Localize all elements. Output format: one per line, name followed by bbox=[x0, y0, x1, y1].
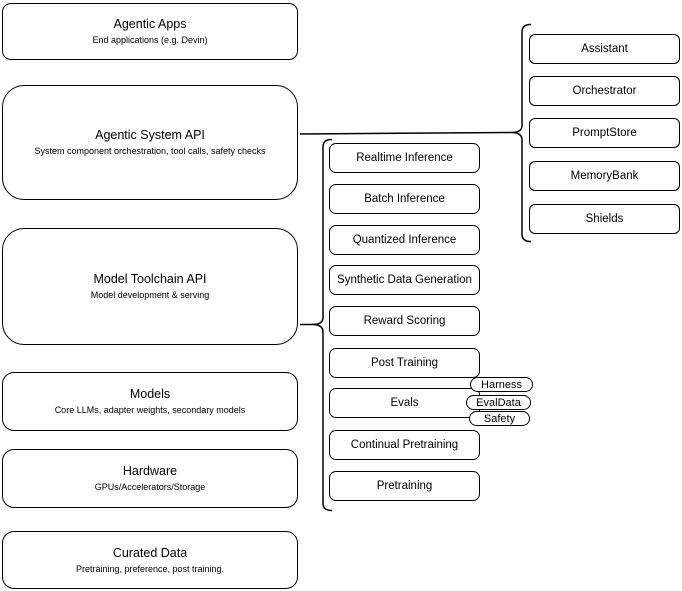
eval-tag-safety: Safety bbox=[469, 411, 530, 426]
node-subtitle: End applications (e.g. Devin) bbox=[92, 35, 208, 45]
toolchain-item-quantized-inference: Quantized Inference bbox=[329, 225, 480, 255]
node-agentic-apps: Agentic Apps End applications (e.g. Devi… bbox=[2, 3, 298, 60]
eval-tag-evaldata: EvalData bbox=[466, 395, 531, 410]
node-title: Curated Data bbox=[112, 545, 188, 560]
toolchain-item-evals: Evals bbox=[329, 388, 480, 418]
toolchain-item-pretraining: Pretraining bbox=[329, 471, 480, 501]
toolchain-item-continual-pretraining: Continual Pretraining bbox=[329, 430, 480, 460]
node-models: Models Core LLMs, adapter weights, secon… bbox=[2, 372, 298, 431]
node-subtitle: Model development & serving bbox=[90, 290, 210, 300]
toolchain-item-synthetic-data-generation: Synthetic Data Generation bbox=[329, 265, 480, 295]
node-title: Models bbox=[129, 387, 171, 401]
node-title: Agentic System API bbox=[95, 128, 205, 142]
component-assistant: Assistant bbox=[529, 34, 680, 64]
component-promptstore: PromptStore bbox=[529, 118, 680, 148]
node-title: Agentic Apps bbox=[113, 17, 187, 31]
eval-tag-harness: Harness bbox=[470, 377, 533, 392]
toolchain-item-realtime-inference: Realtime Inference bbox=[329, 143, 480, 173]
toolchain-item-batch-inference: Batch Inference bbox=[329, 184, 480, 214]
node-title: Hardware bbox=[122, 464, 178, 478]
node-model-toolchain-api: Model Toolchain API Model development & … bbox=[2, 228, 298, 345]
node-curated-data: Curated Data Pretraining, preference, po… bbox=[2, 531, 298, 589]
node-subtitle: System component orchestration, tool cal… bbox=[34, 146, 266, 156]
toolchain-brace bbox=[312, 138, 333, 512]
toolchain-item-post-training: Post Training bbox=[329, 348, 480, 378]
toolchain-item-reward-scoring: Reward Scoring bbox=[329, 306, 480, 336]
node-agentic-system-api: Agentic System API System component orch… bbox=[2, 85, 298, 200]
component-orchestrator: Orchestrator bbox=[529, 76, 680, 106]
node-hardware: Hardware GPUs/Accelerators/Storage bbox=[2, 449, 298, 508]
node-subtitle: Pretraining, preference, post training. bbox=[75, 563, 225, 574]
node-subtitle: Core LLMs, adapter weights, secondary mo… bbox=[54, 405, 246, 415]
component-memorybank: MemoryBank bbox=[529, 161, 680, 191]
system-components-brace bbox=[511, 23, 532, 243]
node-title: Model Toolchain API bbox=[93, 272, 207, 286]
system-api-connector-line bbox=[299, 131, 512, 135]
component-shields: Shields bbox=[529, 204, 680, 234]
node-subtitle: GPUs/Accelerators/Storage bbox=[94, 482, 206, 492]
